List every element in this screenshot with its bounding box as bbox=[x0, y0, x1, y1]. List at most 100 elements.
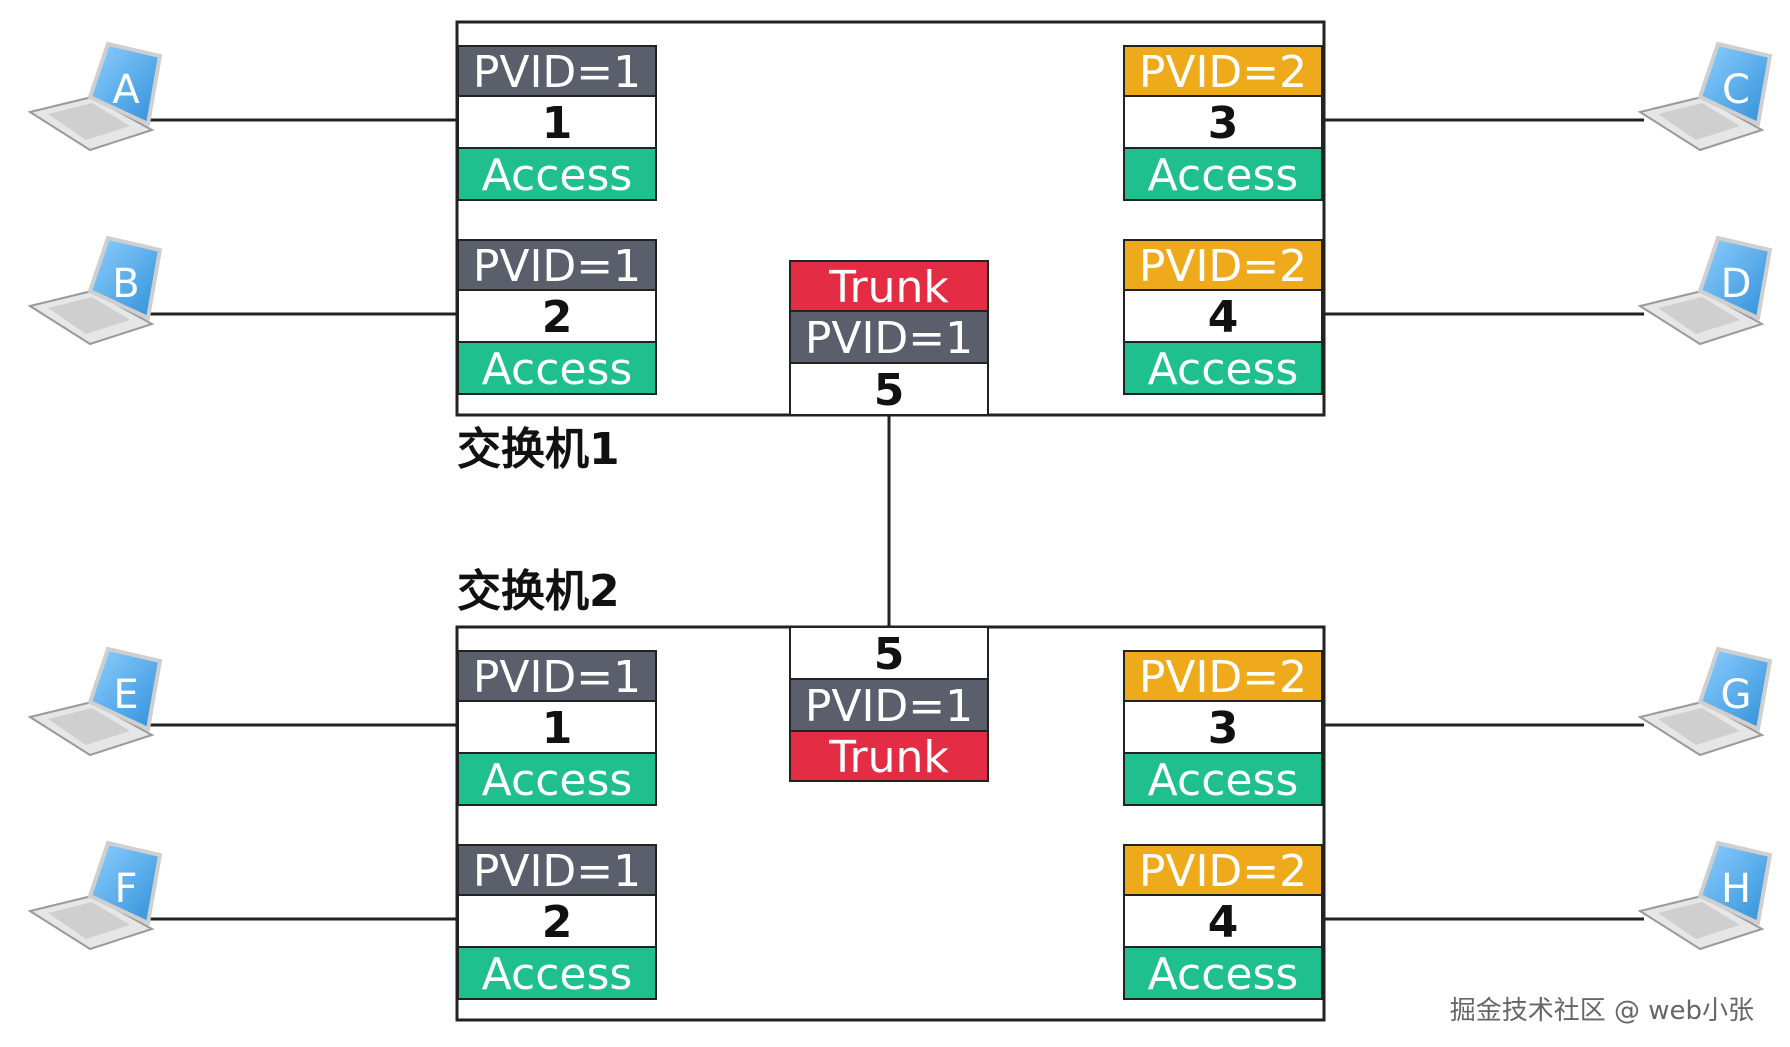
host-letter: B bbox=[112, 261, 139, 307]
laptop-icon: B bbox=[27, 235, 163, 346]
port-number-bg bbox=[1123, 289, 1323, 343]
laptop-screen bbox=[1697, 41, 1773, 127]
host-letter: G bbox=[1721, 672, 1752, 718]
laptop-icon: F bbox=[27, 840, 163, 951]
host-letter: C bbox=[1722, 67, 1750, 113]
laptop-screen bbox=[1697, 840, 1773, 926]
mode-cell: Access bbox=[482, 150, 633, 201]
mode-cell-bg bbox=[1123, 752, 1323, 806]
watermark: 掘金技术社区 @ web小张 bbox=[1449, 996, 1754, 1026]
laptop-icon: E bbox=[27, 646, 163, 757]
trunk-mode-cell-bg bbox=[789, 730, 989, 782]
switch-1: PVID=11AccessPVID=12AccessPVID=23AccessP… bbox=[455, 20, 1326, 417]
pvid-cell: PVID=2 bbox=[1139, 47, 1307, 98]
host-letter: D bbox=[1721, 261, 1752, 307]
switch-2-label: 交换机2 bbox=[457, 566, 620, 617]
laptop-icon: H bbox=[1637, 840, 1773, 951]
port-number-bg bbox=[1123, 894, 1323, 948]
host-letter: A bbox=[112, 67, 140, 113]
trunk-mode-cell: Trunk bbox=[828, 732, 949, 783]
port-number: 3 bbox=[1208, 703, 1239, 754]
port-number: 2 bbox=[542, 897, 573, 948]
port-number: 1 bbox=[542, 98, 573, 149]
laptop-screen bbox=[87, 41, 163, 127]
pvid-cell-bg bbox=[1123, 45, 1323, 97]
pvid-cell-bg bbox=[1123, 650, 1323, 702]
trunk-mode-cell-bg bbox=[789, 260, 989, 312]
mode-cell: Access bbox=[482, 949, 633, 1000]
pvid-cell: PVID=1 bbox=[473, 241, 641, 292]
laptop-icon: A bbox=[27, 41, 163, 152]
pvid-cell: PVID=2 bbox=[1139, 846, 1307, 897]
pvid-cell: PVID=1 bbox=[473, 652, 641, 703]
mode-cell: Access bbox=[1148, 949, 1299, 1000]
laptop-keyboard bbox=[1658, 103, 1740, 140]
trunk-pvid-cell: PVID=1 bbox=[805, 681, 973, 732]
mode-cell: Access bbox=[482, 755, 633, 806]
mode-cell-bg bbox=[457, 946, 657, 1000]
pvid-cell-bg bbox=[1123, 239, 1323, 291]
mode-cell-bg bbox=[457, 752, 657, 806]
mode-cell-bg bbox=[1123, 341, 1323, 395]
mode-cell: Access bbox=[1148, 150, 1299, 201]
pvid-cell: PVID=1 bbox=[473, 47, 641, 98]
mode-cell: Access bbox=[482, 344, 633, 395]
mode-cell-bg bbox=[457, 341, 657, 395]
trunk-port-number-bg bbox=[789, 626, 989, 680]
trunk-port-number: 5 bbox=[874, 365, 905, 416]
trunk-pvid-cell-bg bbox=[789, 678, 989, 732]
host-letter: E bbox=[113, 672, 138, 718]
laptop-screen bbox=[87, 235, 163, 321]
laptop-screen bbox=[1697, 235, 1773, 321]
switch-2: PVID=11AccessPVID=12AccessPVID=23AccessP… bbox=[455, 625, 1326, 1022]
trunk-pvid-cell: PVID=1 bbox=[805, 313, 973, 364]
mode-cell-bg bbox=[1123, 147, 1323, 201]
laptop-keyboard bbox=[48, 297, 130, 334]
pvid-cell-bg bbox=[457, 650, 657, 702]
port-number-bg bbox=[457, 700, 657, 754]
trunk-port-number: 5 bbox=[874, 629, 905, 680]
laptop-screen bbox=[1697, 646, 1773, 732]
laptop-keyboard bbox=[48, 103, 130, 140]
laptop-screen bbox=[87, 840, 163, 926]
trunk-mode-cell: Trunk bbox=[828, 262, 949, 313]
trunk-port-number-bg bbox=[789, 362, 989, 416]
switch-1-label: 交换机1 bbox=[457, 424, 620, 475]
port-number: 2 bbox=[542, 292, 573, 343]
laptop-icon: G bbox=[1637, 646, 1773, 757]
host-letter: H bbox=[1721, 866, 1751, 912]
mode-cell: Access bbox=[1148, 755, 1299, 806]
host-letter: F bbox=[114, 866, 137, 912]
port-number-bg bbox=[1123, 95, 1323, 149]
laptop-screen bbox=[87, 646, 163, 732]
laptop-keyboard bbox=[48, 902, 130, 939]
port-number: 1 bbox=[542, 703, 573, 754]
laptop-keyboard bbox=[1658, 708, 1740, 745]
mode-cell-bg bbox=[457, 147, 657, 201]
pvid-cell: PVID=1 bbox=[473, 846, 641, 897]
mode-cell: Access bbox=[1148, 344, 1299, 395]
port-number: 4 bbox=[1208, 292, 1239, 343]
pvid-cell-bg bbox=[1123, 844, 1323, 896]
port-number-bg bbox=[457, 894, 657, 948]
pvid-cell-bg bbox=[457, 844, 657, 896]
laptop-keyboard bbox=[48, 708, 130, 745]
laptop-keyboard bbox=[1658, 902, 1740, 939]
port-number: 4 bbox=[1208, 897, 1239, 948]
mode-cell-bg bbox=[1123, 946, 1323, 1000]
laptop-icon: D bbox=[1637, 235, 1773, 346]
pvid-cell: PVID=2 bbox=[1139, 652, 1307, 703]
port-number: 3 bbox=[1208, 98, 1239, 149]
trunk-pvid-cell-bg bbox=[789, 310, 989, 364]
